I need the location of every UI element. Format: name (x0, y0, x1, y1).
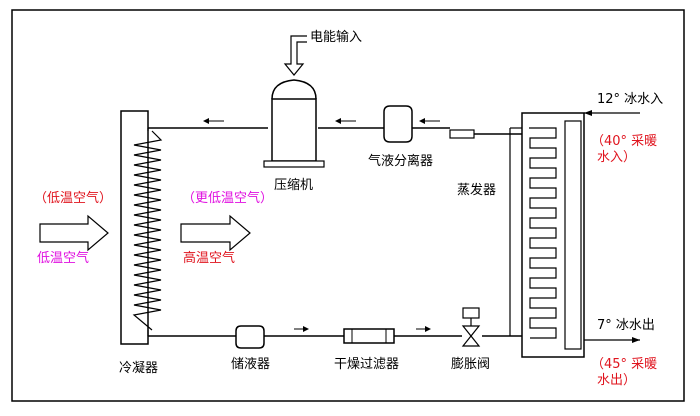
dryer-filter (343, 328, 395, 344)
low-temp-air-label: 低温空气 (37, 251, 90, 266)
expansion-valve (461, 307, 481, 347)
air-inlet-arrow (39, 214, 109, 252)
flow-arrow-bottom-1 (294, 326, 309, 332)
liquid-receiver (235, 325, 265, 349)
heating-water-in-label-2: 水入） (597, 150, 637, 165)
compressor-label: 压缩机 (274, 178, 314, 193)
condenser-coil (132, 130, 163, 331)
flow-arrow-top-3 (419, 118, 440, 124)
power-input-label: 电能输入 (310, 30, 363, 45)
chilled-water-out-label: 7° 冰水出 (597, 318, 655, 333)
lower-temp-air-paren-label: （更低温空气） (182, 191, 274, 206)
air-outlet-arrow (180, 214, 251, 252)
heating-water-in-label-1: （40° 采暖 (591, 134, 658, 149)
compressor (263, 79, 325, 168)
expansion-valve-label: 膨胀阀 (451, 357, 491, 372)
outer-frame (11, 9, 685, 402)
condenser-label: 冷凝器 (119, 361, 159, 376)
flow-arrow-bottom-2 (416, 326, 431, 332)
high-temp-air-label: 高温空气 (183, 251, 236, 266)
evaporator-coil (529, 127, 557, 339)
chilled-water-out-arrow (584, 337, 640, 343)
evaporator (509, 112, 585, 358)
liquid-receiver-label: 储液器 (231, 357, 271, 372)
low-temp-air-paren-label: （低温空气） (34, 191, 113, 206)
dryer-filter-label: 干燥过滤器 (334, 357, 400, 372)
power-input-arrow (283, 35, 307, 76)
chilled-water-in-label: 12° 冰水入 (597, 92, 664, 107)
flow-arrow-top-1 (203, 118, 224, 124)
gas-liquid-separator-label: 气液分离器 (368, 154, 434, 169)
heating-water-out-label-1: （45° 采暖 (591, 357, 658, 372)
evaporator-label: 蒸发器 (457, 183, 497, 198)
sensor-element (449, 129, 475, 139)
gas-liquid-separator (383, 105, 413, 143)
condenser-box (120, 110, 149, 345)
flow-arrow-top-2 (335, 118, 356, 124)
heating-water-out-label-2: 水出） (597, 373, 637, 388)
chilled-water-in-arrow (584, 110, 640, 116)
